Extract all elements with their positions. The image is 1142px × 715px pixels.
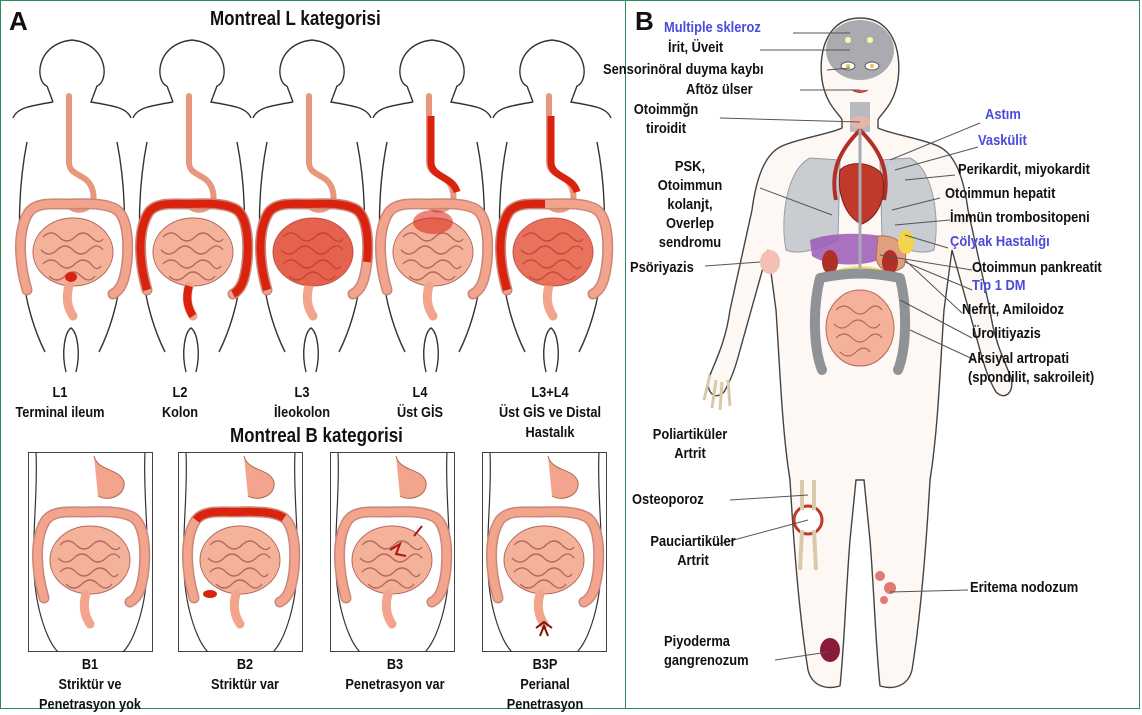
label-poliartikuler: Poliartiküler Artrit (647, 425, 733, 463)
label-tip1-dm: Tip 1 DM (972, 276, 1026, 295)
label-psk-line4: Overlep (656, 214, 725, 233)
label-tiroidit-line2: tiroidit (632, 119, 701, 138)
label-urolitiyazis: Ürolitiyazis (972, 324, 1041, 343)
label-aksiyal-artropati: Aksiyal artropati (spondilit, sakroileit… (968, 349, 1094, 387)
label-psk: PSK, Otoimmun kolanjt, Overlep sendromu (656, 157, 725, 252)
label-psk-line2: Otoimmun (656, 176, 725, 195)
label-colyak: Çölyak Hastalığı (950, 232, 1050, 251)
label-psoriyazis: Psöriyazis (630, 258, 694, 277)
label-piyo-line2: gangrenozum (664, 651, 749, 670)
label-piyo-line1: Piyoderma (664, 632, 749, 651)
label-aftoz-ulser: Aftöz ülser (686, 80, 753, 99)
label-aksiyal-line1: Aksiyal artropati (968, 349, 1094, 368)
label-pauci-line2: Artrit (646, 551, 741, 570)
label-vaskulit: Vaskülit (978, 131, 1027, 150)
label-aksiyal-line2: (spondilit, sakroileit) (968, 368, 1094, 387)
label-eritema-nodozum: Eritema nodozum (970, 578, 1078, 597)
label-otoimmun-hepatit: Otoimmun hepatit (945, 184, 1055, 203)
label-nefrit: Nefrit, Amiloidoz (962, 300, 1064, 319)
label-psk-line5: sendromu (656, 233, 725, 252)
label-poli-line2: Artrit (647, 444, 733, 463)
label-tiroidit-line1: Otoimmğn (632, 100, 701, 119)
label-sensorinoral: Sensorinöral duyma kaybı (603, 60, 764, 79)
label-osteoporoz: Osteoporoz (632, 490, 704, 509)
label-astim: Astım (985, 105, 1021, 124)
label-psk-line1: PSK, (656, 157, 725, 176)
label-perikardit: Perikardit, miyokardit (958, 160, 1090, 179)
label-pauci-line1: Pauciartiküler (646, 532, 741, 551)
label-multiple-skleroz: Multiple skleroz (664, 18, 761, 37)
label-pauciartikuler: Pauciartiküler Artrit (646, 532, 741, 570)
label-psk-line3: kolanjt, (656, 195, 725, 214)
label-trombositopeni: İmmün trombositopeni (950, 208, 1090, 227)
label-otoimmun-pankreatit: Otoimmun pankreatit (972, 258, 1102, 277)
label-otoimmun-tiroidit: Otoimmğn tiroidit (632, 100, 701, 138)
label-irit-uveit: İrit, Üveit (668, 38, 723, 57)
label-poli-line1: Poliartiküler (647, 425, 733, 444)
label-piyoderma: Piyoderma gangrenozum (664, 632, 749, 670)
